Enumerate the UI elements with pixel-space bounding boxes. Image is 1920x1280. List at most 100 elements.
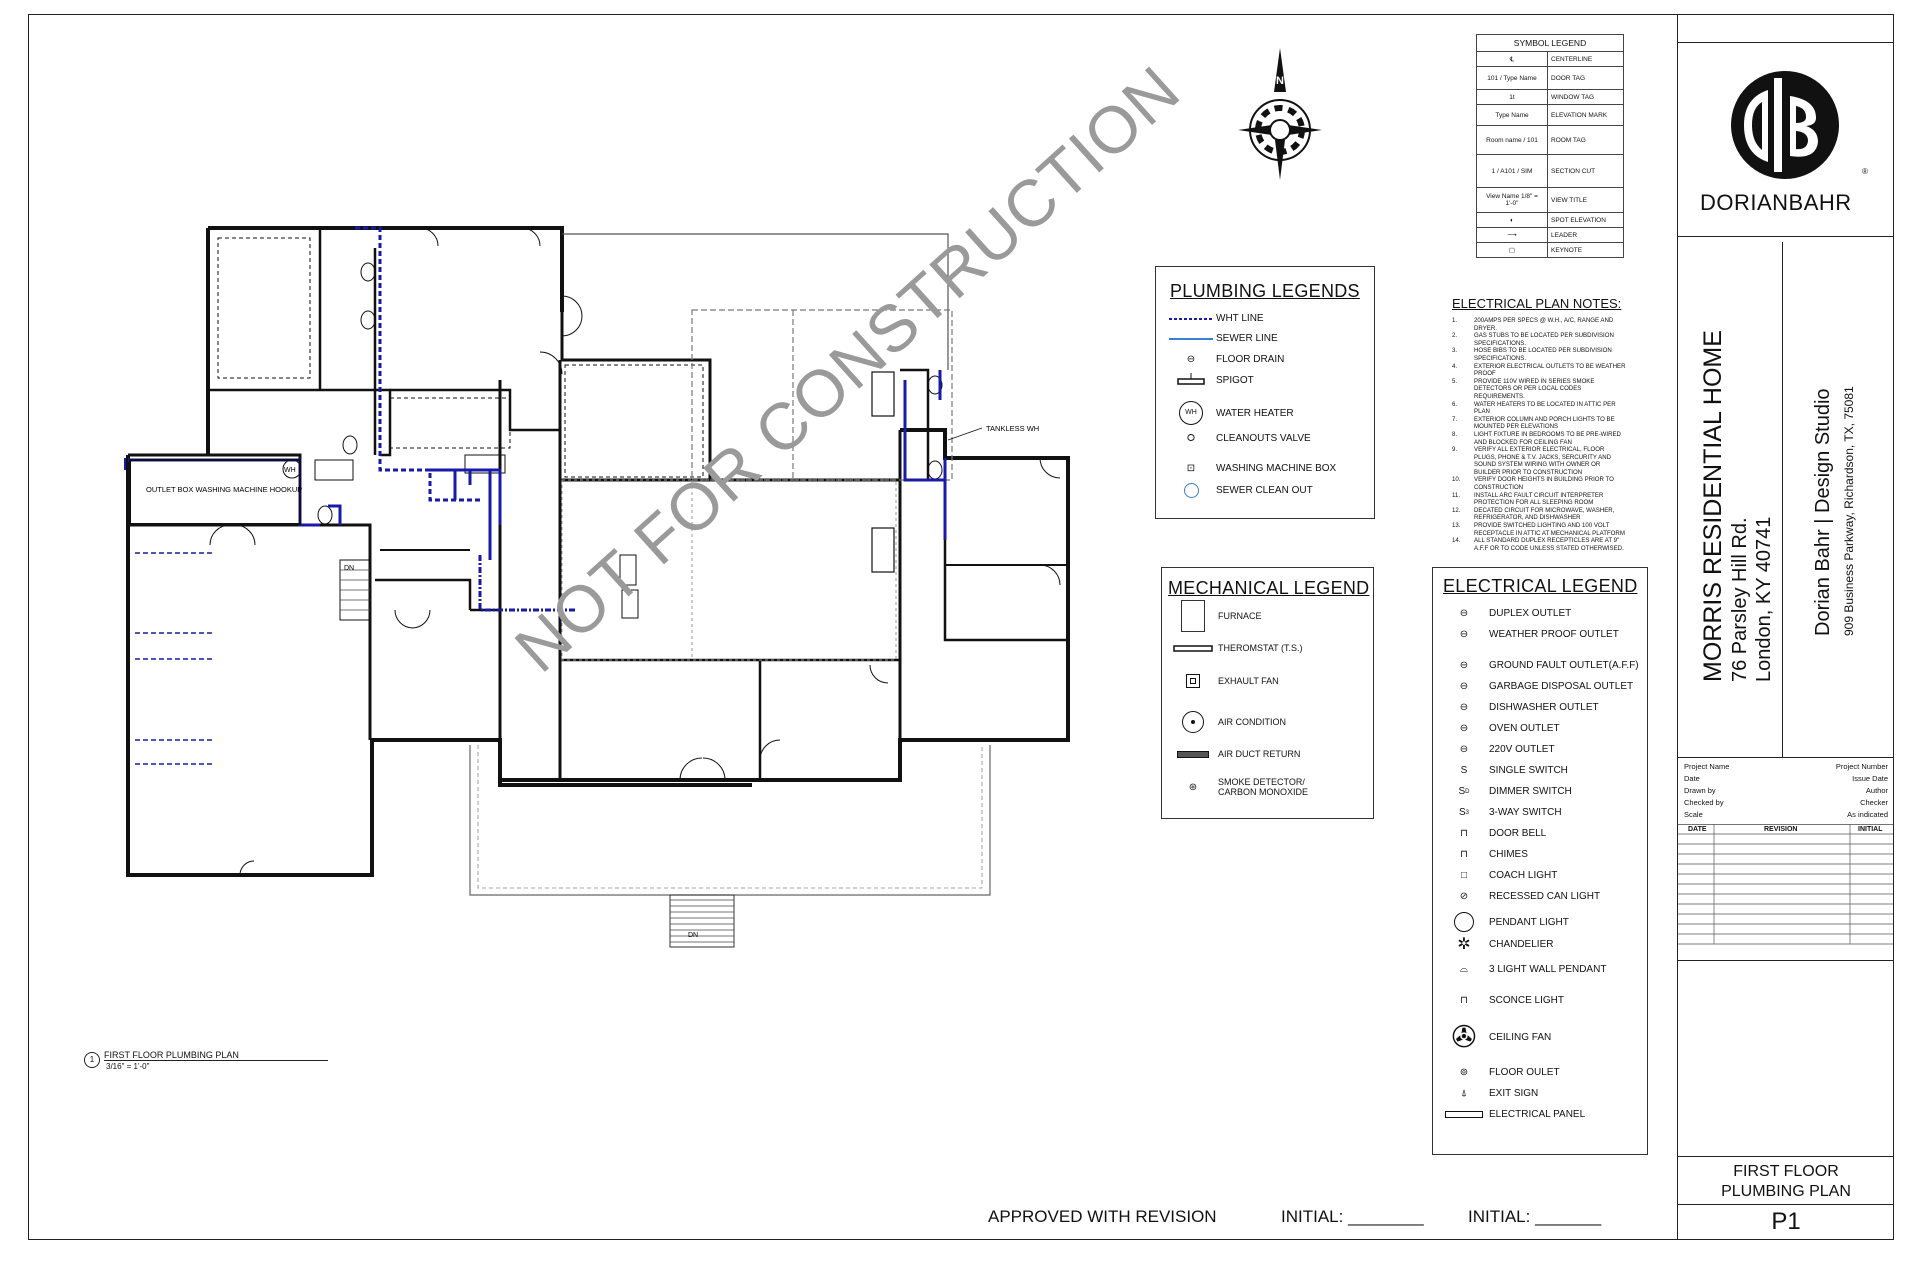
electrical-label: DUPLEX OUTLET: [1489, 608, 1572, 619]
plumbing-label: WASHING MACHINE BOX: [1216, 463, 1337, 474]
plumbing-label: SEWER LINE: [1216, 333, 1278, 344]
view-name: FIRST FLOOR PLUMBING PLAN: [104, 1050, 328, 1061]
note-item: 8.LIGHT FIXTURE IN BEDROOMS TO BE PRE-WI…: [1452, 430, 1621, 446]
initial-field-2: INITIAL: _______: [1468, 1207, 1602, 1226]
wht-line-icon: [1166, 316, 1216, 322]
plumbing-legend-title: PLUMBING LEGENDS: [1170, 281, 1360, 301]
leader-icon: ⟶: [1476, 227, 1548, 243]
ground-fault-outlet-icon: ⊖: [1459, 660, 1469, 671]
220v-outlet-icon: ⊖: [1459, 744, 1469, 755]
electrical-label: 3-WAY SWITCH: [1489, 807, 1562, 818]
symbol-cell: Type Name: [1476, 104, 1548, 126]
electrical-label: 220V OUTLET: [1489, 744, 1555, 755]
electrical-notes: ELECTRICAL PLAN NOTES: 1.200AMPS PER SPE…: [1452, 296, 1628, 552]
rev-header-date: DATE: [1688, 826, 1707, 833]
interior-wall: [943, 458, 1068, 642]
air-duct-return-icon: [1168, 750, 1218, 758]
note-item: 1.200AMPS PER SPECS @ W.H., A/C, RANGE A…: [1452, 317, 1614, 332]
washer-annotation: OUTLET BOX WASHING MACHINE HOOKUP: [146, 485, 302, 494]
rev-header-revision: REVISION: [1764, 826, 1798, 833]
note-item: 13.PROVIDE SWITCHED LIGHTING AND 100 VOL…: [1452, 522, 1625, 537]
symbol-legend-title: SYMBOL LEGEND: [1476, 34, 1624, 52]
symbol-label: DOOR TAG: [1547, 66, 1624, 90]
info-value: Issue Date: [1852, 774, 1888, 783]
plumbing-legend: PLUMBING LEGENDS WHT LINE SEWER LINE ⊖FL…: [1155, 266, 1375, 519]
note-item: 9.VERIFY ALL EXTERIOR ELECTRICAL, FLOOR …: [1452, 446, 1612, 476]
mechanical-label: EXHAULT FAN: [1218, 676, 1279, 686]
rev-header-initial: INITIAL: [1858, 826, 1883, 833]
note-item: 10.VERIFY DOOR HEIGHTS IN BUILDING PRIOR…: [1452, 476, 1614, 492]
electrical-legend-title: ELECTRICAL LEGEND: [1443, 576, 1638, 596]
symbol-label: WINDOW TAG: [1547, 89, 1624, 105]
electrical-panel-icon: [1439, 1111, 1489, 1118]
floor-plan: OUTLET BOX WASHING MACHINE HOOKUP WH TAN…: [124, 226, 1070, 948]
electrical-label: RECESSED CAN LIGHT: [1489, 891, 1601, 902]
info-value: Author: [1865, 786, 1888, 795]
note-item: 7.EXTERIOR COLUMN AND PORCH LIGHTS TO BE…: [1452, 415, 1615, 431]
note-item: 2.GAS STUBS TO BE LOCATED PER SUBDIVISIO…: [1452, 332, 1614, 347]
note-item: 14.ALL STANDARD DUPLEX RECEPTICLES ARE A…: [1452, 537, 1624, 552]
steps-dn-label: DN: [688, 932, 698, 939]
north-arrow-icon: N: [1238, 48, 1322, 180]
info-key: Drawn by: [1684, 786, 1716, 795]
thermostat-icon: [1168, 643, 1218, 653]
note-item: 11.INSTALL ARC FAULT CIRCUIT INTERPRETER…: [1452, 491, 1604, 507]
ceiling-fan-icon: ✇: [1451, 1021, 1477, 1054]
note-item: 4.EXTERIOR ELECTRICAL OUTLETS TO BE WEAT…: [1452, 362, 1626, 378]
studio-name: Dorian Bahr | Design Studio: [1812, 388, 1834, 636]
plumbing-label: FLOOR DRAIN: [1216, 354, 1285, 365]
interior-wall: [900, 368, 930, 480]
symbol-cell: 1 / A101 / SIM: [1476, 154, 1548, 188]
sewer-line-icon: [1166, 336, 1216, 342]
initial-field-1: INITIAL: ________: [1281, 1207, 1424, 1226]
furnace-icon: [1168, 600, 1218, 632]
exterior-wall: [208, 226, 564, 312]
electrical-label: DOOR BELL: [1489, 828, 1547, 839]
electrical-legend: ELECTRICAL LEGEND ⊖DUPLEX OUTLET ⊖WEATHE…: [1432, 567, 1648, 1155]
electrical-label: ELECTRICAL PANEL: [1489, 1109, 1586, 1120]
garage-wall: [128, 523, 372, 740]
floor-drain-icon: ⊖: [1186, 354, 1196, 365]
garbage-disposal-outlet-icon: ⊖: [1459, 681, 1469, 692]
symbol-label: ELEVATION MARK: [1547, 104, 1624, 126]
info-value: As indicated: [1847, 810, 1888, 819]
mechanical-label: THEROMSTAT (T.S.): [1218, 643, 1303, 653]
washer-box: [129, 459, 301, 525]
info-key: Project Name: [1684, 762, 1730, 771]
studio-address: 909 Business Parkway, Richardson, TX, 75…: [1842, 386, 1856, 636]
mechanical-label: CARBON MONOXIDE: [1218, 787, 1309, 797]
plumbing-label: SPIGOT: [1216, 374, 1254, 386]
floor-outlet-icon: ⊚: [1459, 1067, 1469, 1078]
drawing-sheet-border: [28, 14, 1894, 1240]
sconce-light-icon: ⊓: [1460, 995, 1468, 1006]
electrical-label: CHANDELIER: [1489, 938, 1554, 950]
electrical-label: CEILING FAN: [1489, 1032, 1552, 1043]
note-item: 5.PROVIDE 110V WIRED IN SERIES SMOKE DET…: [1452, 377, 1595, 400]
mechanical-label: AIR DUCT RETURN: [1218, 749, 1301, 759]
symbol-label: VIEW TITLE: [1547, 187, 1624, 213]
plumbing-label: SEWER CLEAN OUT: [1216, 485, 1313, 496]
electrical-label: EXIT SIGN: [1489, 1088, 1539, 1099]
info-value: Checker: [1860, 798, 1888, 807]
project-address-2: London, KY 40741: [1753, 516, 1775, 682]
symbol-legend: SYMBOL LEGEND ℄CENTERLINE 101 / Type Nam…: [1476, 34, 1624, 274]
mechanical-label: AIR CONDITION: [1218, 717, 1287, 727]
plumbing-label: CLEANOUTS VALVE: [1216, 433, 1311, 444]
spot-elevation-icon: ◐: [1476, 212, 1548, 228]
electrical-label: SINGLE SWITCH: [1489, 765, 1568, 776]
electrical-label: GARBAGE DISPOSAL OUTLET: [1489, 681, 1634, 692]
symbol-label: SPOT ELEVATION: [1547, 212, 1624, 228]
project-address-1: 76 Parsley Hill Rd.: [1729, 517, 1751, 682]
electrical-label: FLOOR OULET: [1489, 1067, 1560, 1078]
tankless-annotation: TANKLESS WH: [986, 424, 1039, 433]
water-heater-icon: WH: [1166, 401, 1216, 425]
weather-proof-outlet-icon: ⊖: [1459, 629, 1469, 640]
chandelier-icon: ✲: [1457, 936, 1471, 953]
symbol-label: LEADER: [1547, 227, 1624, 243]
note-item: 6.WATER HEATERS TO BE LOCATED IN ATTIC P…: [1452, 400, 1616, 416]
dorianbahr-logo-icon: [1731, 71, 1839, 179]
title-block: ® DORIANBAHR MORRIS RESIDENTIAL HOME 76 …: [1677, 14, 1894, 1240]
electrical-label: GROUND FAULT OUTLET(A.F.F): [1489, 660, 1639, 671]
registered-mark: ®: [1862, 167, 1868, 176]
